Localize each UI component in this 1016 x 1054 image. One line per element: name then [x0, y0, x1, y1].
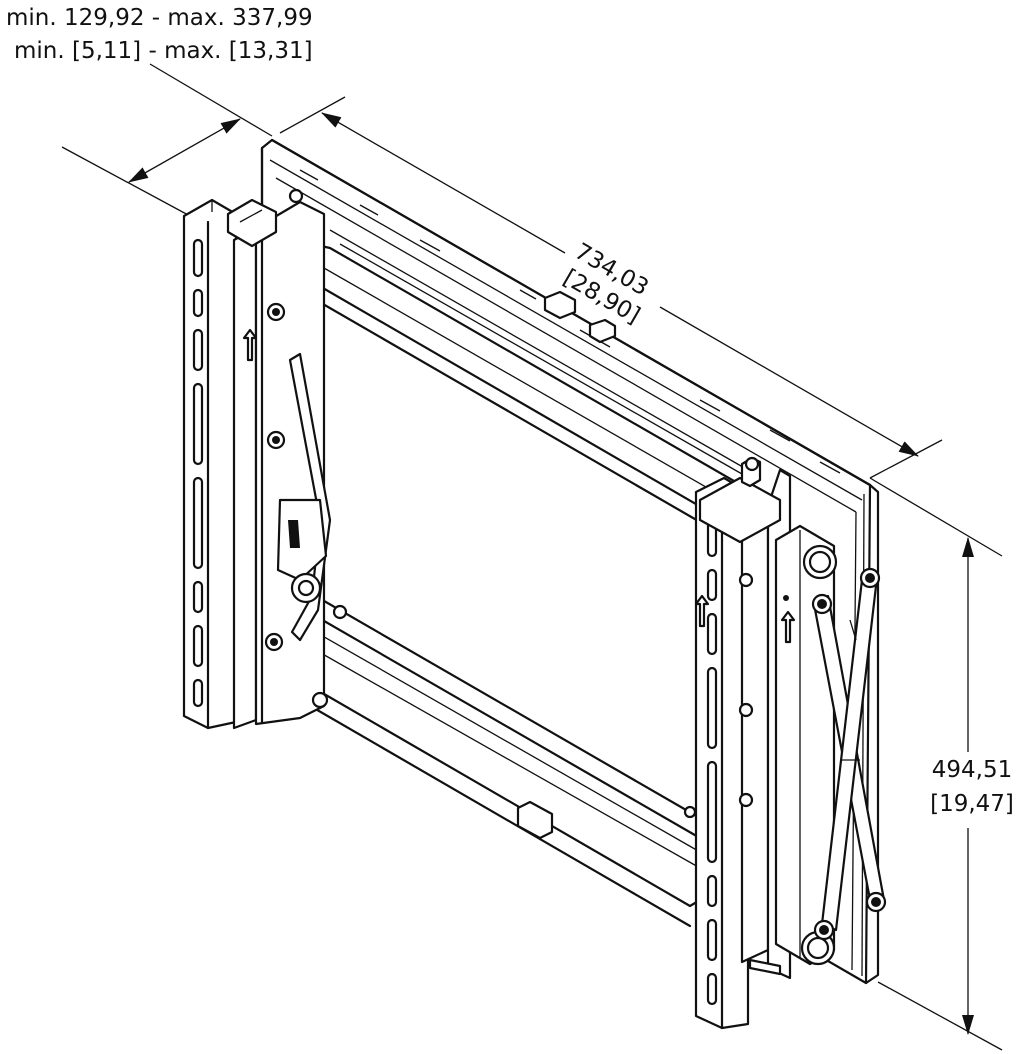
frame-fasteners — [288, 188, 760, 819]
height-label-imperial: [19,47] — [930, 791, 1014, 817]
width-dimension-line-b — [659, 306, 919, 457]
depth-dimension-line — [128, 118, 241, 183]
height-dimension: 494,51 [19,47] — [869, 477, 1014, 1051]
height-label-metric: 494,51 — [932, 757, 1012, 783]
rail-up-arrow-icon — [694, 594, 710, 628]
depth-extension-line-left — [61, 146, 191, 217]
right-up-arrow-icon — [780, 610, 796, 644]
depth-extension-line-right — [149, 63, 273, 137]
right-mounting-bracket — [698, 456, 887, 980]
right-rail-slots — [706, 514, 718, 1006]
width-dimension-line-a — [321, 112, 566, 254]
left-mounting-bracket — [226, 198, 332, 730]
wall-mount-illustration — [182, 138, 887, 1030]
right-wall-rail — [694, 476, 750, 1030]
height-extension-line-top — [869, 477, 1003, 557]
depth-label-imperial: min. [5,11] - max. [13,31] — [14, 38, 313, 64]
left-rail-slots — [192, 238, 204, 708]
height-extension-line-bottom — [877, 981, 1003, 1051]
depth-dimension: min. 129,92 - max. 337,99 min. [5,11] - … — [6, 5, 313, 217]
left-up-arrow-icon — [242, 328, 258, 362]
width-extension-line-right — [869, 439, 943, 479]
width-extension-line-left — [279, 96, 346, 134]
left-wall-rail — [182, 198, 238, 730]
depth-label-metric: min. 129,92 - max. 337,99 — [6, 5, 313, 31]
